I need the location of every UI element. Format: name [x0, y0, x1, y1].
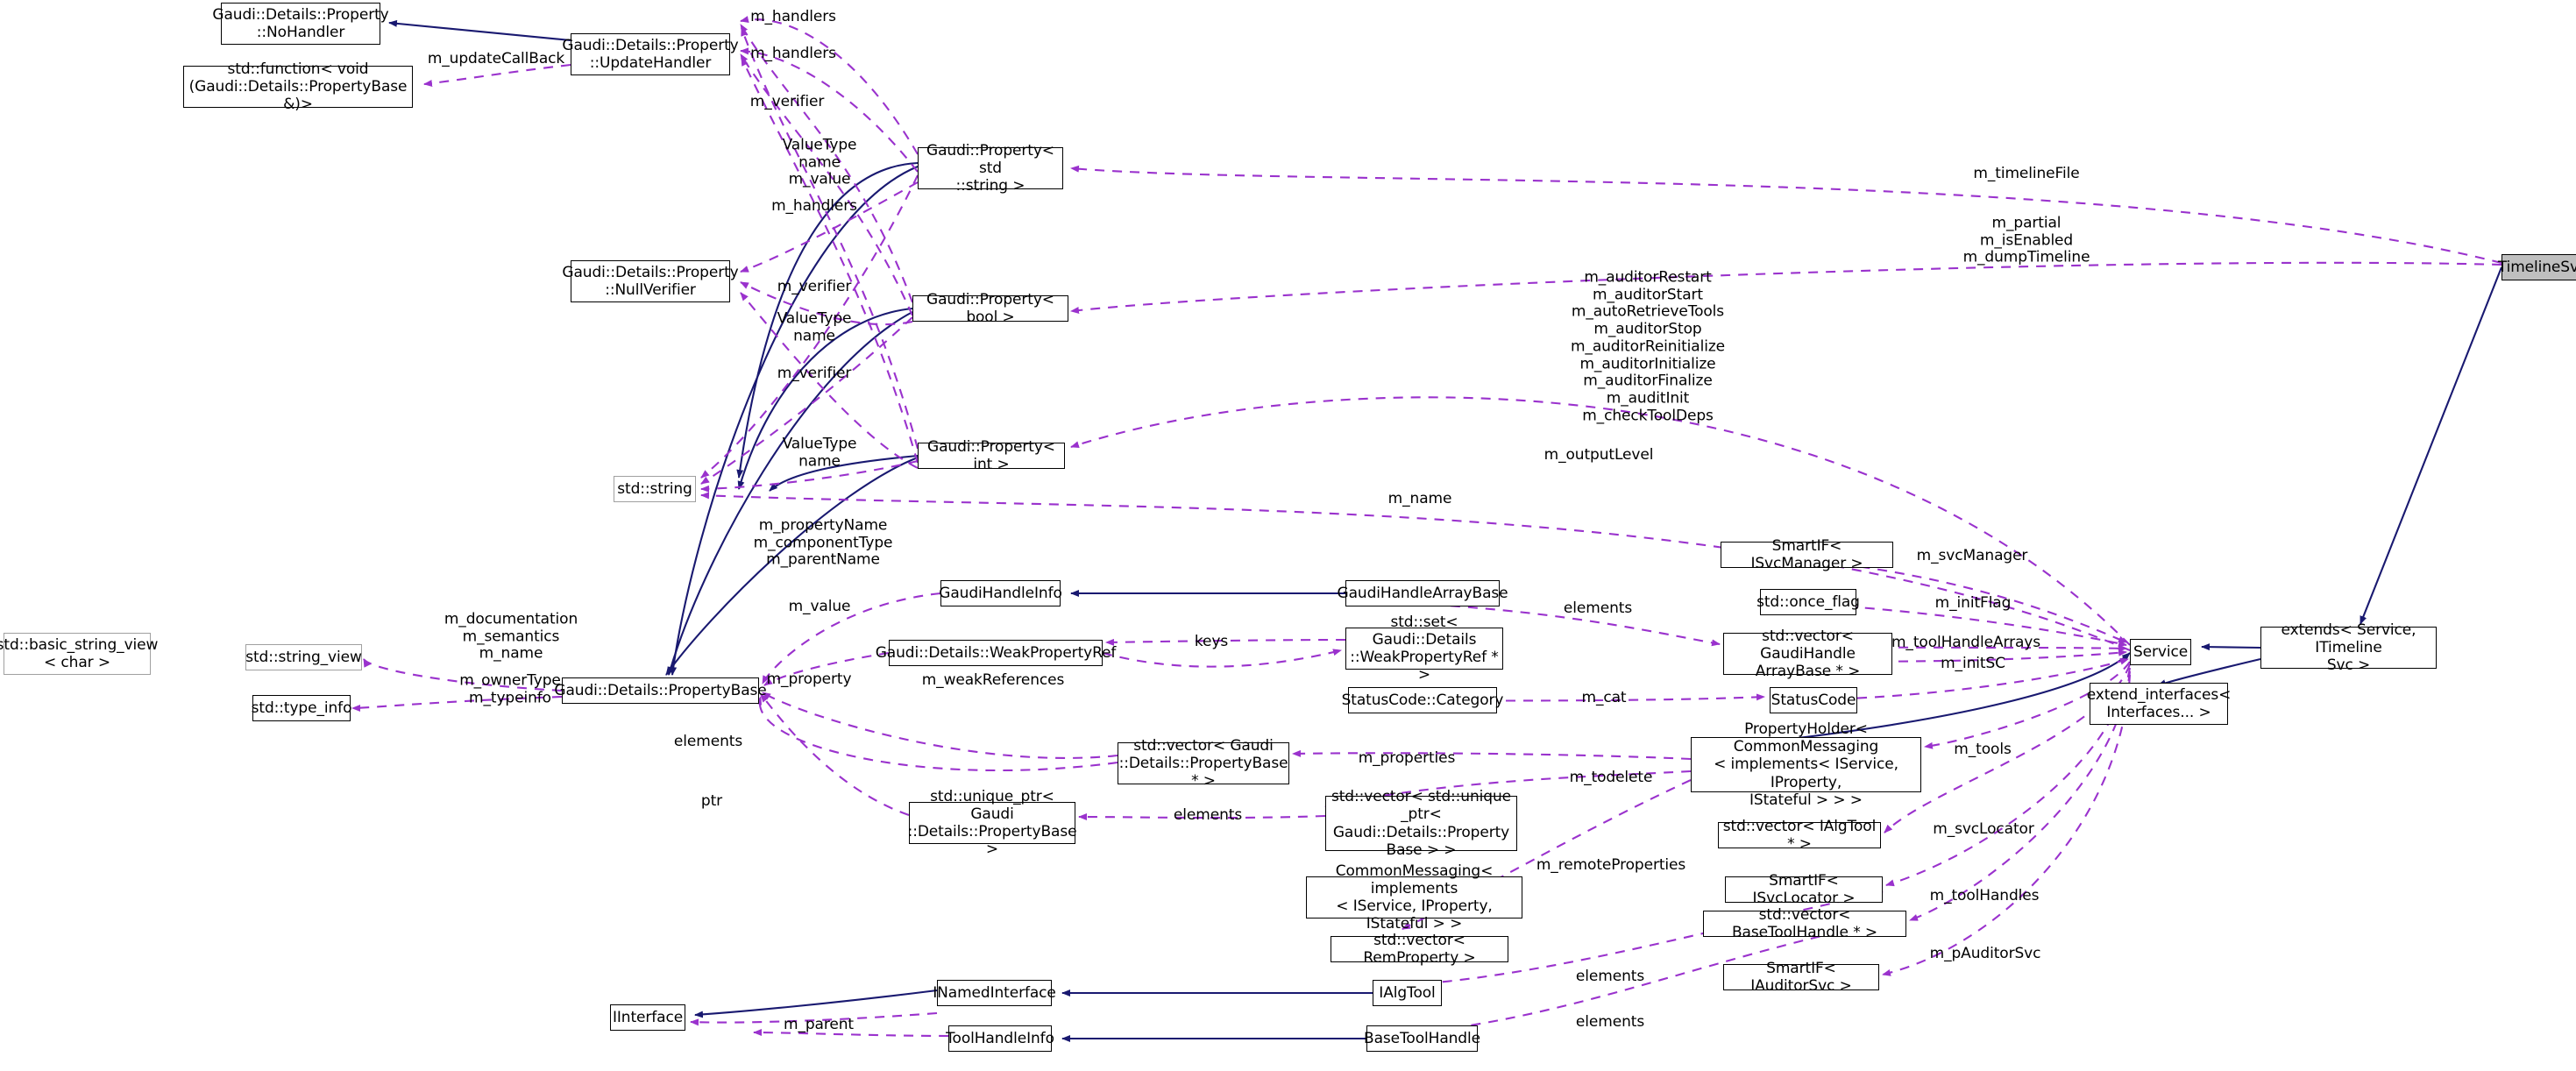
- class-node-vecHandleArray[interactable]: std::vector< GaudiHandle ArrayBase * >: [1723, 628, 1892, 680]
- class-node-noHandler[interactable]: Gaudi::Details::Property ::NoHandler: [212, 3, 389, 45]
- edge-label-lbl-verifier-3: m_verifier: [777, 365, 852, 383]
- class-node-smartIfAuditor[interactable]: SmartIF< IAuditorSvc >: [1723, 960, 1879, 995]
- class-node-iAlgTool[interactable]: IAlgTool: [1373, 980, 1442, 1006]
- class-node-typeInfo[interactable]: std::type_info: [252, 695, 351, 721]
- class-node-weakPropertyRef[interactable]: Gaudi::Details::WeakPropertyRef: [876, 640, 1116, 666]
- edge-label-lbl-parent: m_parent: [784, 1016, 854, 1034]
- class-node-extendInterfaces[interactable]: extend_interfaces< Interfaces... >: [2087, 683, 2231, 725]
- class-node-updateHandler[interactable]: Gaudi::Details::Property ::UpdateHandler: [562, 33, 739, 75]
- class-node-service[interactable]: Service: [2130, 639, 2191, 665]
- edge-label-lbl-elements-1: elements: [1563, 599, 1633, 618]
- edge-label-lbl-tools: m_tools: [1954, 741, 2012, 759]
- class-node-toolHandleInfo[interactable]: ToolHandleInfo: [946, 1025, 1054, 1052]
- class-node-baseToolHandle[interactable]: BaseToolHandle: [1364, 1025, 1480, 1052]
- edge-label-lbl-valuetype-2: ValueType name: [777, 309, 852, 344]
- edge-label-lbl-elements-2: elements: [673, 733, 743, 751]
- edge-label-lbl-initFlag: m_initFlag: [1934, 594, 2012, 613]
- class-node-stdString[interactable]: std::string: [614, 476, 696, 502]
- class-node-iinterface[interactable]: IInterface: [610, 1004, 685, 1031]
- edge-label-lbl-timelineFile: m_timelineFile: [1973, 165, 2080, 183]
- class-node-gaudiHandleInfo[interactable]: GaudiHandleInfo: [939, 580, 1062, 606]
- edge-label-lbl-remoteProperties: m_remoteProperties: [1536, 856, 1686, 875]
- edge-label-lbl-name: m_name: [1387, 490, 1452, 508]
- edge-label-lbl-properties: m_properties: [1358, 749, 1456, 768]
- edge-label-lbl-verifier-1: m_verifier: [749, 93, 825, 111]
- edge-label-lbl-valuetype-3: ValueType name: [782, 435, 857, 470]
- class-node-stdFunction[interactable]: std::function< void (Gaudi::Details::Pro…: [183, 60, 413, 113]
- edge-label-lbl-toolHandleArrays: m_toolHandleArrays: [1891, 634, 2041, 652]
- class-node-onceFlag[interactable]: std::once_flag: [1756, 589, 1860, 615]
- edge-label-lbl-svcLocator: m_svcLocator: [1933, 820, 2034, 839]
- class-node-vecBaseToolHandle[interactable]: std::vector< BaseToolHandle * >: [1703, 906, 1906, 941]
- class-node-smartIfSvcMgr[interactable]: SmartIF< ISvcManager >: [1721, 537, 1893, 572]
- edge-label-lbl-todelete: m_todelete: [1569, 769, 1653, 787]
- class-node-statusCode[interactable]: StatusCode: [1770, 687, 1857, 713]
- edge-label-lbl-handlers-1: m_handlers: [750, 8, 836, 26]
- class-node-extendsSvc[interactable]: extends< Service, ITimeline Svc >: [2260, 621, 2437, 674]
- edge-label-lbl-svcManager: m_svcManager: [1916, 547, 2028, 565]
- edge-label-lbl-auditors: m_auditorRestart m_auditorStart m_autoRe…: [1570, 268, 1726, 425]
- class-node-vecPropertyBase[interactable]: std::vector< Gaudi ::Details::PropertyBa…: [1118, 736, 1289, 791]
- class-node-propertyBase[interactable]: Gaudi::Details::PropertyBase: [554, 677, 767, 704]
- class-node-commonMessaging[interactable]: CommonMessaging< implements < IService, …: [1306, 862, 1522, 933]
- class-node-handleArrayBase[interactable]: GaudiHandleArrayBase: [1338, 580, 1508, 606]
- edge-label-lbl-weakReferences: m_weakReferences: [921, 671, 1065, 690]
- class-node-propertyHolder[interactable]: PropertyHolder< CommonMessaging < implem…: [1691, 720, 1921, 809]
- edge-label-lbl-cat: m_cat: [1581, 689, 1627, 707]
- edge-label-lbl-property: m_property: [766, 670, 852, 689]
- edge-label-lbl-elements-3: elements: [1173, 806, 1243, 825]
- class-node-iNamedInterface[interactable]: INamedInterface: [933, 980, 1056, 1006]
- class-node-propertyString[interactable]: Gaudi::Property< std ::string >: [918, 142, 1063, 195]
- class-node-vecUniquePtrProp[interactable]: std::vector< std::unique _ptr< Gaudi::De…: [1325, 788, 1517, 859]
- edge-label-lbl-verifier-2: m_verifier: [777, 278, 852, 296]
- edge-label-lbl-pAuditorSvc: m_pAuditorSvc: [1929, 945, 2041, 963]
- edge-label-lbl-valuetype-1: ValueType name m_value: [782, 136, 857, 188]
- class-node-vecRemProperty[interactable]: std::vector< RemProperty >: [1331, 932, 1508, 967]
- edge-label-lbl-elements-5: elements: [1575, 1013, 1645, 1032]
- class-node-propertyBool[interactable]: Gaudi::Property< bool >: [912, 291, 1068, 326]
- edge-label-lbl-partial: m_partial m_isEnabled m_dumpTimeline: [1962, 214, 2090, 266]
- edge-label-lbl-ptr: ptr: [700, 792, 723, 811]
- class-node-propertyInt[interactable]: Gaudi::Property< int >: [918, 438, 1065, 473]
- class-node-setWeakPropRef[interactable]: std::set< Gaudi::Details ::WeakPropertyR…: [1345, 614, 1503, 684]
- class-node-basicStringView[interactable]: std::basic_string_view < char >: [0, 633, 158, 675]
- edge-label-lbl-updateCallBack: m_updateCallBack: [427, 50, 565, 68]
- class-node-nullVerifier[interactable]: Gaudi::Details::Property ::NullVerifier: [562, 260, 739, 302]
- class-node-smartIfSvcLoc[interactable]: SmartIF< ISvcLocator >: [1725, 872, 1883, 907]
- edge-label-lbl-handlers-2: m_handlers: [750, 45, 836, 63]
- edge-label-lbl-documentation: m_documentation m_semantics m_name: [444, 610, 578, 663]
- edge-label-lbl-outputLevel: m_outputLevel: [1543, 446, 1654, 465]
- class-node-uniquePtrProp[interactable]: std::unique_ptr< Gaudi ::Details::Proper…: [907, 787, 1077, 859]
- edge-label-lbl-elements-4: elements: [1575, 968, 1645, 986]
- edge-label-lbl-initSC: m_initSC: [1941, 655, 2005, 673]
- class-node-stringView[interactable]: std::string_view: [245, 644, 362, 670]
- edge-label-lbl-value: m_value: [788, 598, 851, 616]
- edge-label-lbl-keys: keys: [1194, 633, 1229, 651]
- edge-label-lbl-toolHandles: m_toolHandles: [1929, 887, 2040, 905]
- class-node-statusCodeCat[interactable]: StatusCode::Category: [1342, 687, 1504, 713]
- edge-label-lbl-propertyName: m_propertyName m_componentType m_parentN…: [753, 516, 893, 569]
- edge-label-lbl-handlers-3: m_handlers: [771, 197, 857, 216]
- edge-label-lbl-ownerType: m_ownerType m_typeinfo: [459, 671, 561, 706]
- class-node-vecIAlgTool[interactable]: std::vector< IAlgTool * >: [1718, 818, 1881, 853]
